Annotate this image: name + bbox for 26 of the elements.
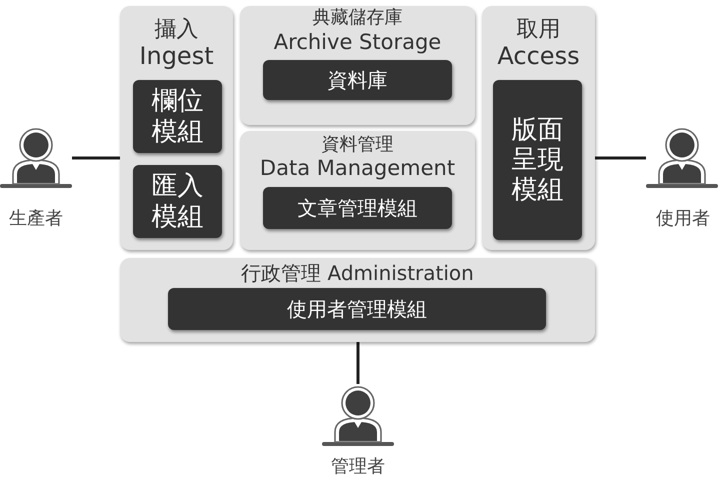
panel-heading: Access xyxy=(497,42,580,70)
panel-heading: Data Management xyxy=(260,155,456,181)
panel-heading: 典藏儲存庫 xyxy=(312,7,402,29)
connector-line xyxy=(356,342,360,384)
panel-heading: 取用 xyxy=(516,17,560,43)
role-label: 管理者 xyxy=(331,456,385,478)
module-box: 使用者管理模組 xyxy=(168,288,546,330)
connector-line xyxy=(595,156,646,160)
layer-panel xyxy=(240,6,475,125)
layer-panel xyxy=(120,6,233,250)
panel-heading: 行政管理 Administration xyxy=(241,261,474,285)
role-label: 使用者 xyxy=(656,208,710,230)
panel-heading: Archive Storage xyxy=(274,29,442,55)
connector-line xyxy=(72,156,120,160)
module-box: 文章管理模組 xyxy=(263,187,452,229)
panel-heading: Ingest xyxy=(139,42,214,70)
layer-panel xyxy=(240,131,475,250)
panel-heading: 攝入 xyxy=(154,17,198,43)
module-box: 欄位模組 xyxy=(133,80,222,153)
module-box: 資料庫 xyxy=(263,60,452,100)
role-label: 生產者 xyxy=(9,208,63,230)
layer-panel xyxy=(120,258,595,342)
module-box: 匯入模組 xyxy=(133,165,222,238)
layer-panel xyxy=(482,6,595,250)
panel-heading: 資料管理 xyxy=(322,134,394,156)
module-box: 版面呈現模組 xyxy=(493,80,582,240)
